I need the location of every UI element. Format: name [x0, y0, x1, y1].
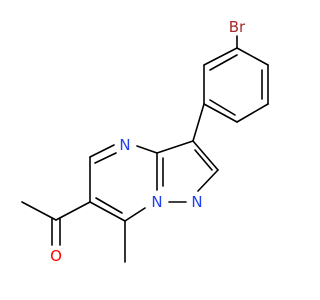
bond	[95, 197, 123, 214]
bond	[236, 47, 269, 66]
atom-label-bromine: Br	[229, 18, 246, 36]
bond	[236, 103, 269, 123]
atom-labels: Br N N N O	[50, 18, 246, 265]
bond	[194, 149, 213, 171]
atom-label-nitrogen-pyrimidine: N	[119, 136, 130, 154]
bond	[55, 201, 91, 221]
bond	[209, 54, 238, 71]
bond	[94, 152, 117, 164]
bond	[89, 201, 126, 222]
bond	[192, 103, 205, 142]
bond	[89, 144, 115, 158]
atom-label-nitrogen-bridgehead: N	[151, 193, 162, 211]
bond	[136, 145, 158, 154]
bond-lines	[21, 35, 269, 263]
molecule-structure-diagram: Br N N N O	[21, 18, 269, 265]
atom-label-nitrogen-pyrazole: N	[191, 193, 202, 211]
bond	[203, 47, 238, 66]
bond	[209, 99, 236, 116]
bond	[124, 207, 146, 222]
bond	[197, 169, 219, 192]
bond	[21, 201, 57, 221]
bond	[156, 140, 194, 154]
bond	[203, 103, 238, 123]
atom-label-oxygen: O	[50, 247, 62, 265]
bond	[192, 140, 219, 171]
